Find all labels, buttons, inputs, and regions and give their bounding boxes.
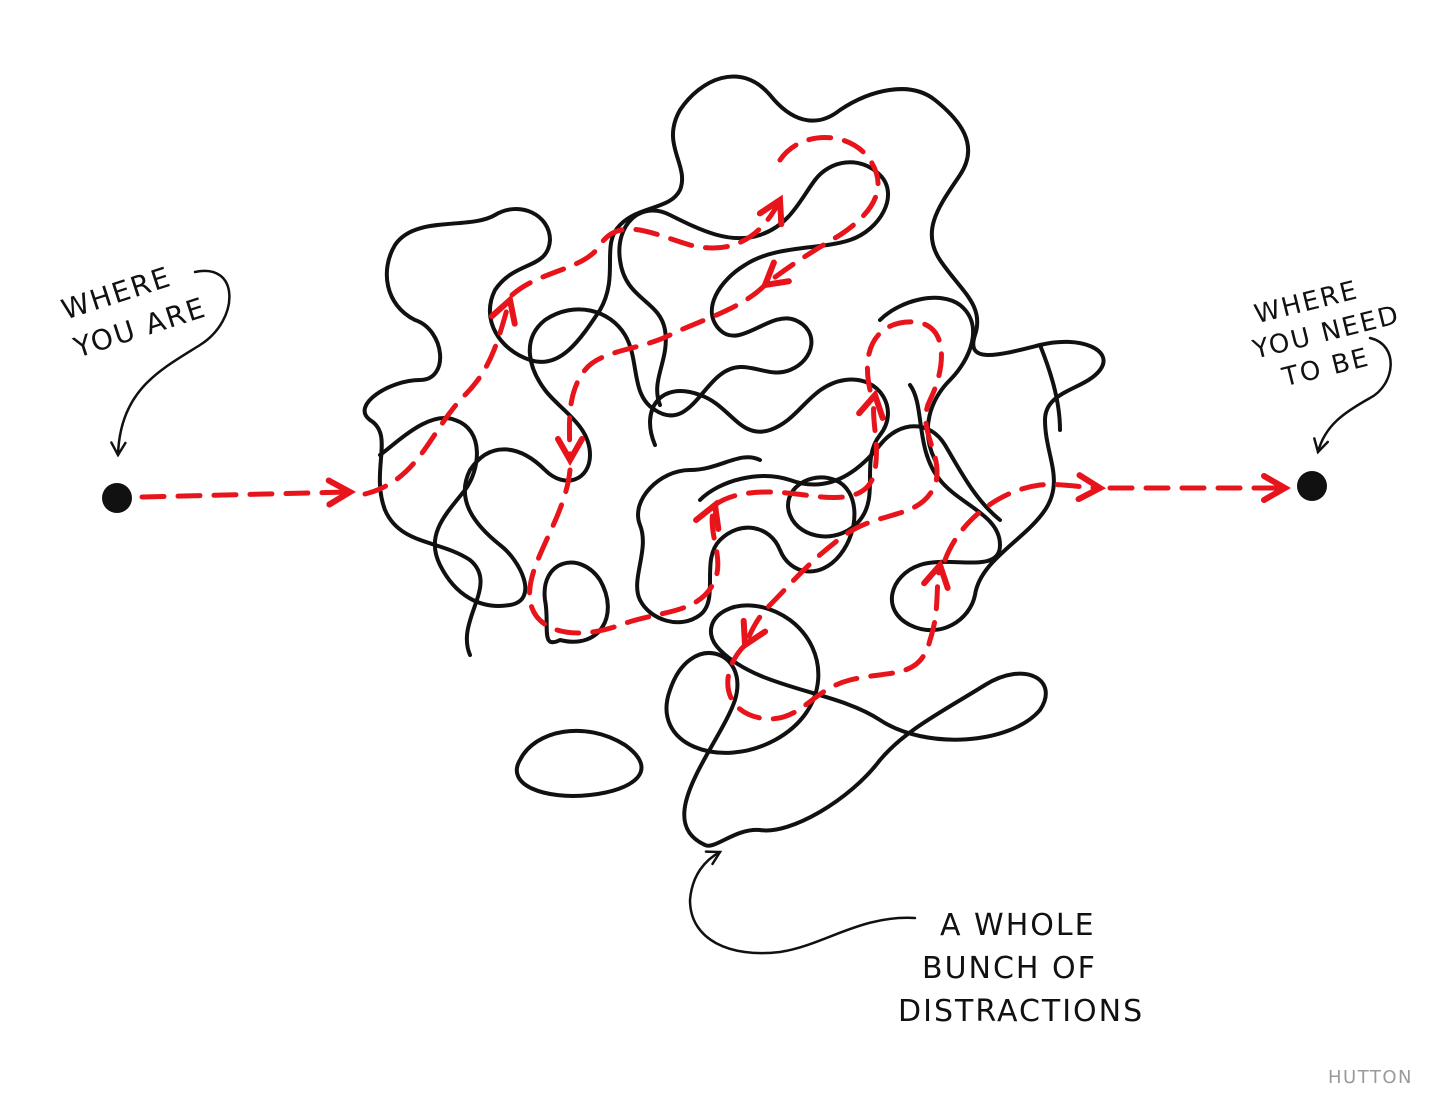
end-point: [1297, 471, 1327, 501]
path-loop-right: [712, 389, 886, 508]
path-loop-bottom: [527, 467, 722, 636]
end-label: WHERE YOU NEED TO BE: [1249, 275, 1403, 393]
tangle-label-line-3: DISTRACTIONS: [898, 994, 1144, 1029]
path-start-segment: [139, 477, 357, 508]
end-label-arrow: [1313, 336, 1392, 455]
winding-path: [139, 135, 1292, 722]
start-label-arrow: [110, 269, 231, 458]
path-loop-tall: [740, 319, 944, 651]
path-loop-return: [760, 135, 881, 289]
path-loop-top: [509, 194, 785, 298]
tangle-label-arrow: [688, 850, 917, 955]
path-loop-descend: [554, 282, 768, 467]
start-point: [102, 483, 132, 513]
path-exit: [942, 472, 1107, 563]
tangle-label-line-1: A WHOLE: [940, 908, 1096, 943]
start-label: WHERE YOU ARE: [57, 260, 210, 365]
artist-signature: HUTTON: [1328, 1067, 1413, 1088]
tangle-scribble: [362, 74, 1106, 848]
tangle-label-line-2: BUNCH OF: [922, 951, 1097, 986]
path-loop-up: [362, 294, 518, 497]
path-loop-final: [725, 559, 951, 722]
tangle-label: A WHOLE BUNCH OF DISTRACTIONS: [898, 908, 1144, 1029]
